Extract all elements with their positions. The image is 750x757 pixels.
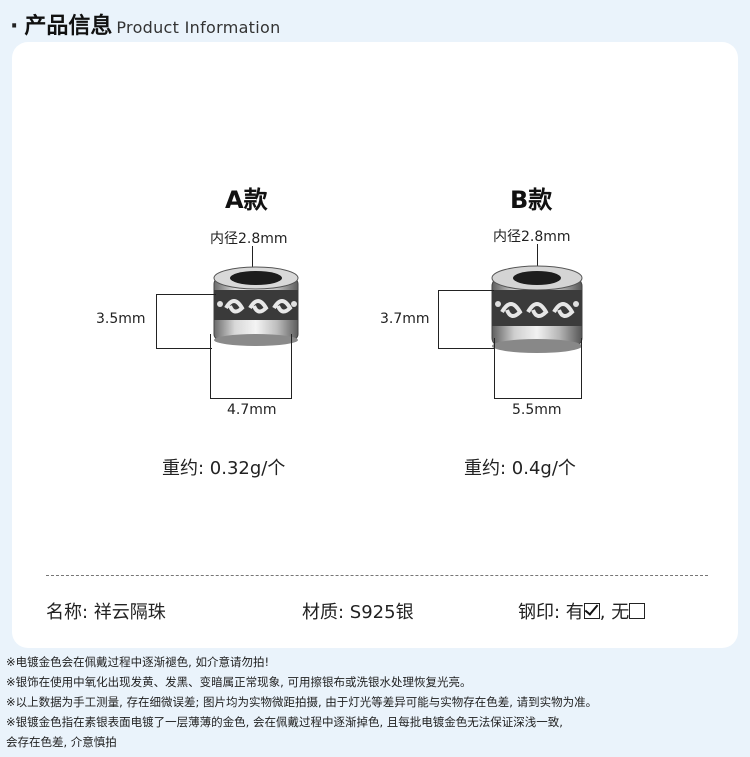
stamp-yes-checkbox-icon <box>583 603 600 619</box>
variant-b-height-top-line <box>438 290 494 291</box>
product-material: 材质: S925银 <box>302 602 414 623</box>
variant-a-width-left-line <box>210 334 211 398</box>
variant-a-diameter-line <box>252 246 253 274</box>
variant-a-width-bottom-line <box>210 398 292 399</box>
variant-b-width-left-line <box>494 338 495 398</box>
variant-a-title: A款 <box>225 186 268 214</box>
stamp-separator: , 无 <box>599 602 630 623</box>
variant-a-weight: 重约: 0.32g/个 <box>162 458 286 479</box>
variant-a-width: 4.7mm <box>227 402 277 418</box>
variant-b-width-bottom-line <box>494 398 582 399</box>
variant-b-width-right-line <box>581 338 582 398</box>
header-title-en: Product Information <box>116 18 281 37</box>
variant-b-diameter-line <box>537 244 538 270</box>
product-info-card: A款 内径2.8mm 3.5mm 4.7mm 重约: 0.32g/个 B <box>12 42 738 648</box>
bead-b-image <box>491 265 583 353</box>
notes-section: ※电镀金色会在佩戴过程中逐渐褪色, 如介意请勿拍! ※银饰在使用中氧化出现发黄、… <box>6 652 744 752</box>
variant-b-height-bottom-line <box>438 348 494 349</box>
variant-b-height-vertical-line <box>438 290 439 349</box>
variant-b-height: 3.7mm <box>380 311 430 327</box>
product-name: 名称: 祥云隔珠 <box>46 602 166 623</box>
variant-b-weight: 重约: 0.4g/个 <box>464 458 576 479</box>
stamp-label: 钢印: 有 <box>518 602 584 623</box>
bead-a-image <box>213 266 299 346</box>
variant-a-inner-diameter: 内径2.8mm <box>210 231 288 247</box>
variant-b-inner-diameter: 内径2.8mm <box>493 229 571 245</box>
variant-a-height: 3.5mm <box>96 311 146 327</box>
note-line-3: ※以上数据为手工测量, 存在细微误差; 图片均为实物微距拍摄, 由于灯光等差异可… <box>6 695 598 709</box>
note-line-2: ※银饰在使用中氧化出现发黄、发黑、变暗属正常现象, 可用擦银布或洗银水处理恢复光… <box>6 675 472 689</box>
variant-a-height-top-line <box>156 294 216 295</box>
header-title-cn: 产品信息 <box>24 14 113 39</box>
variant-a-height-bottom-line <box>156 348 212 349</box>
note-line-1: ※电镀金色会在佩戴过程中逐渐褪色, 如介意请勿拍! <box>6 655 270 669</box>
variant-b-width: 5.5mm <box>512 402 562 418</box>
variant-a-height-vertical-line <box>156 294 157 349</box>
stamp-no-checkbox-icon <box>629 603 646 619</box>
header-bullet: · <box>10 14 19 39</box>
variant-a-width-right-line <box>291 334 292 398</box>
note-line-4: ※银镀金色指在素银表面电镀了一层薄薄的金色, 会在佩戴过程中逐渐掉色, 且每批电… <box>6 715 563 729</box>
stamp-option: 钢印: 有 , 无 <box>518 598 646 624</box>
note-line-5: 会存在色差, 介意慎拍 <box>6 735 117 749</box>
variant-b-title: B款 <box>510 186 553 214</box>
section-header: · 产品信息 Product Information <box>10 8 281 40</box>
dashed-divider <box>46 575 708 576</box>
